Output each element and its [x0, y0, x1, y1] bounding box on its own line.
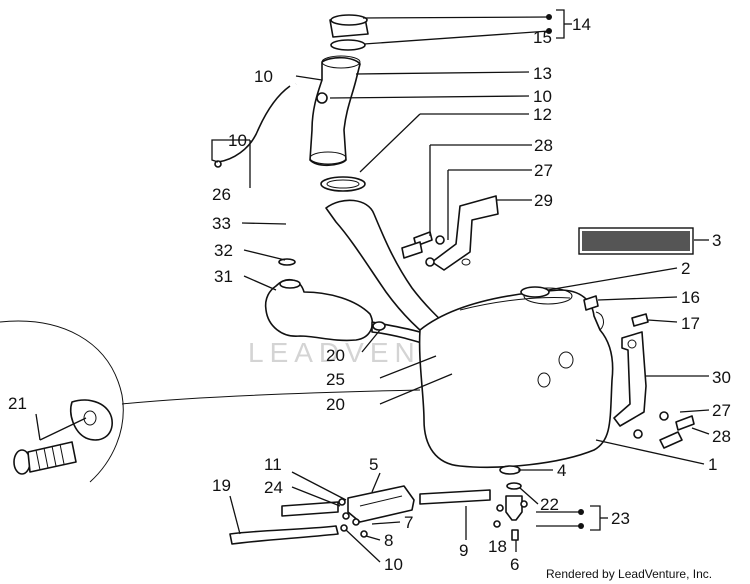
callout-25: 25	[326, 370, 345, 389]
frame-outline	[0, 320, 124, 483]
seal-part-12	[320, 176, 366, 192]
callout-15: 15	[533, 28, 552, 47]
callout-labels: 14 15 10 13 10 12 10 26 28 27 29 33 3 32…	[8, 15, 731, 574]
callout-1: 1	[708, 455, 717, 474]
callout-4: 4	[557, 461, 566, 480]
callout-8: 8	[384, 531, 393, 550]
callout-10-neck: 10	[533, 87, 552, 106]
callout-28-lower: 28	[712, 427, 731, 446]
callout-20-lower: 20	[326, 395, 345, 414]
bolts-part-28-lower	[633, 411, 695, 449]
callout-27-lower: 27	[712, 401, 731, 420]
callout-29: 29	[534, 191, 553, 210]
callout-32: 32	[214, 241, 233, 260]
callout-26: 26	[212, 185, 231, 204]
clip-part-11	[338, 498, 346, 506]
callout-13: 13	[533, 64, 552, 83]
callout-3: 3	[712, 231, 721, 250]
tap-body	[505, 495, 523, 521]
clip-part-18	[493, 520, 501, 528]
callout-31: 31	[214, 267, 233, 286]
callout-11: 11	[264, 455, 282, 474]
callout-24: 24	[264, 478, 283, 497]
mount-hole	[83, 410, 97, 426]
frame-mount-plate	[70, 399, 113, 441]
filter-part-22	[506, 482, 522, 490]
leader-lines	[35, 9, 710, 563]
vent-hose-part-26	[217, 85, 291, 163]
bolt-part-17	[631, 313, 649, 327]
clip-part-8	[360, 530, 368, 538]
callout-19: 19	[212, 476, 231, 495]
clamp-part-32	[278, 258, 296, 266]
sender-unit-part-2	[520, 286, 550, 298]
callout-20-upper: 20	[326, 346, 345, 365]
cap-gasket-part-15	[330, 39, 366, 51]
bolts-part-28-upper	[401, 231, 445, 267]
hose-part-24	[281, 501, 339, 517]
callout-7: 7	[404, 513, 413, 532]
drain-part-6	[511, 529, 519, 541]
callout-22: 22	[540, 495, 559, 514]
filler-neck-part-13	[309, 56, 361, 167]
callout-18: 18	[488, 537, 507, 556]
fuel-cap-part-14	[329, 14, 369, 38]
callout-28-upper: 28	[534, 136, 553, 155]
callout-10-bottom: 10	[384, 555, 403, 574]
callout-9: 9	[459, 541, 468, 560]
clamp-part-20-upper	[372, 321, 386, 331]
fuel-tank-part-1	[418, 289, 614, 468]
callout-5: 5	[369, 455, 378, 474]
callout-2: 2	[681, 259, 690, 278]
callout-10-top: 10	[254, 67, 273, 86]
callout-12: 12	[533, 105, 552, 124]
fuel-pump-part-5	[347, 485, 415, 523]
callout-27-upper: 27	[534, 161, 553, 180]
canister-part-31	[264, 279, 374, 342]
callout-23: 23	[611, 509, 630, 528]
callout-33: 33	[212, 214, 231, 233]
bolt-part-16	[583, 295, 599, 311]
hose-part-9	[419, 489, 491, 505]
callout-10-left: 10	[228, 131, 247, 150]
bracket-part-30	[613, 331, 647, 427]
callout-6: 6	[510, 555, 519, 574]
bolt-part-21	[13, 441, 77, 475]
callout-16: 16	[681, 288, 700, 307]
callout-21: 21	[8, 394, 27, 413]
credit-text: Rendered by LeadVenture, Inc.	[546, 567, 712, 581]
callout-14: 14	[572, 15, 591, 34]
fuel-tap-part-4	[499, 465, 521, 475]
bracket-part-29	[431, 195, 499, 271]
callout-17: 17	[681, 314, 700, 333]
hose-part-19	[229, 525, 339, 545]
clip-part-7	[352, 518, 360, 526]
clip-part-10-lower	[340, 524, 348, 532]
frame-outline-lower	[121, 389, 421, 405]
callout-30: 30	[712, 368, 731, 387]
